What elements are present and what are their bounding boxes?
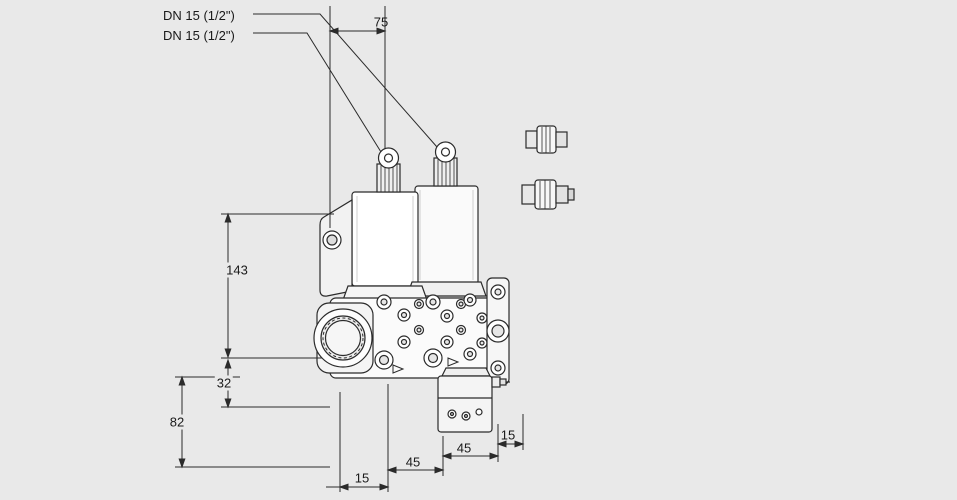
fitting-lower <box>521 179 575 210</box>
dim-label-45-left: 45 <box>405 454 421 470</box>
pipe-port-thread <box>324 319 362 357</box>
solenoid-base-flanges <box>342 281 487 301</box>
solenoid-left <box>351 147 419 287</box>
dimension-bottom-45-right <box>441 424 500 462</box>
mounting-bracket <box>319 198 353 297</box>
dim-label-15-right: 15 <box>500 427 516 443</box>
fitting-upper <box>525 125 568 154</box>
dimension-75 <box>328 6 387 228</box>
dimension-143 <box>221 212 334 359</box>
pipe-flange-left <box>313 302 374 374</box>
leader-lines-dn <box>253 13 438 153</box>
dimension-82 <box>175 375 330 469</box>
dim-label-15-left: 15 <box>354 470 370 486</box>
dim-label-32: 32 <box>214 375 234 391</box>
dimension-bottom-15-right <box>496 414 525 450</box>
label-dn-bottom: DN 15 (1/2") <box>163 28 235 43</box>
dim-label-45-right: 45 <box>456 440 472 456</box>
pipe-flange-right <box>486 277 510 385</box>
regulator-test-nipple <box>491 376 510 388</box>
dim-label-143: 143 <box>224 262 250 278</box>
label-dn-top: DN 15 (1/2") <box>163 8 235 23</box>
dim-label-82: 82 <box>167 414 187 430</box>
solenoid-right <box>414 141 479 285</box>
dimension-bottom-15-left <box>326 384 390 492</box>
dimension-32 <box>221 358 330 409</box>
flow-arrow-icons <box>392 357 460 374</box>
pressure-regulator <box>437 367 510 433</box>
dim-label-75: 75 <box>373 14 389 30</box>
